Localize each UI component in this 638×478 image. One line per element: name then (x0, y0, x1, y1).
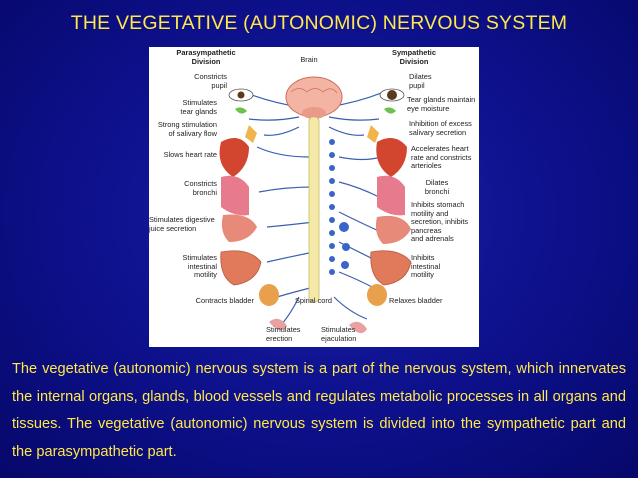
label-stimulates-erection: Stimulates erection (266, 325, 301, 343)
label-dilates-bronchi: Dilates bronchi (424, 178, 450, 196)
right-intestines (370, 250, 412, 286)
diagram-artwork (219, 76, 412, 334)
label-intestinal-motility-inhibit: Inhibits intestinal motility (411, 253, 441, 280)
left-intestines (220, 250, 262, 286)
slide-title: THE VEGETATIVE (AUTONOMIC) NERVOUS SYSTE… (70, 12, 568, 34)
label-contracts-bladder: Contracts bladder (195, 296, 254, 305)
label-inhibits-stomach: Inhibits stomach motility and secretion,… (411, 200, 469, 244)
label-intestinal-motility-stimulate: Stimulates intestinal motility (182, 253, 217, 280)
penis-right (349, 321, 367, 334)
brain-illustration (285, 76, 343, 119)
left-bladder (259, 284, 279, 306)
left-stomach (221, 214, 257, 242)
sympathetic-header: Sympathetic Division (392, 48, 436, 66)
label-digestive-juice: Stimulates digestive juice secretion (149, 215, 215, 233)
parasympathetic-header: Parasympathetic Division (176, 48, 236, 66)
label-salivary-flow: Strong stimulation of salivary flow (157, 120, 217, 138)
left-organs (219, 88, 287, 331)
label-constricts-bronchi: Constricts bronchi (184, 179, 217, 197)
right-bladder (367, 284, 387, 306)
right-organs (349, 88, 412, 334)
spinal-cord-label: Spinal cord (295, 296, 332, 305)
penis-left (269, 318, 287, 331)
right-salivary-gland (367, 125, 379, 143)
right-tear-gland (384, 107, 396, 114)
sympathetic-ganglia (329, 139, 350, 275)
left-tear-gland (235, 107, 247, 114)
left-lungs (221, 175, 249, 216)
left-heart (219, 138, 249, 177)
label-dilates-pupil: Dilates pupil (409, 72, 432, 90)
brain-label: Brain (300, 55, 318, 64)
label-stimulates-ejaculation: Stimulates ejaculation (321, 325, 357, 343)
spinal-cord-illustration (308, 116, 320, 303)
right-stomach (375, 215, 411, 244)
label-slows-heart-rate: Slows heart rate (163, 150, 217, 159)
right-heart (376, 138, 407, 177)
label-constricts-pupil: Constricts pupil (194, 72, 227, 90)
description-paragraph: The vegetative (autonomic) nervous syste… (12, 361, 626, 460)
label-stimulates-tear-glands: Stimulates tear glands (180, 98, 217, 116)
label-inhibit-salivary: Inhibition of excess salivary secretion (409, 119, 472, 137)
label-accelerates-heart: Accelerates heart rate and constricts ar… (411, 144, 472, 171)
left-salivary-gland (245, 125, 257, 143)
autonomic-nervous-system-diagram: Parasympathetic Division Brain Sympathet… (149, 47, 479, 347)
right-lungs (377, 175, 405, 216)
label-relaxes-bladder: Relaxes bladder (389, 296, 443, 305)
label-tear-glands-moisture: Tear glands maintain eye moisture (407, 95, 476, 113)
